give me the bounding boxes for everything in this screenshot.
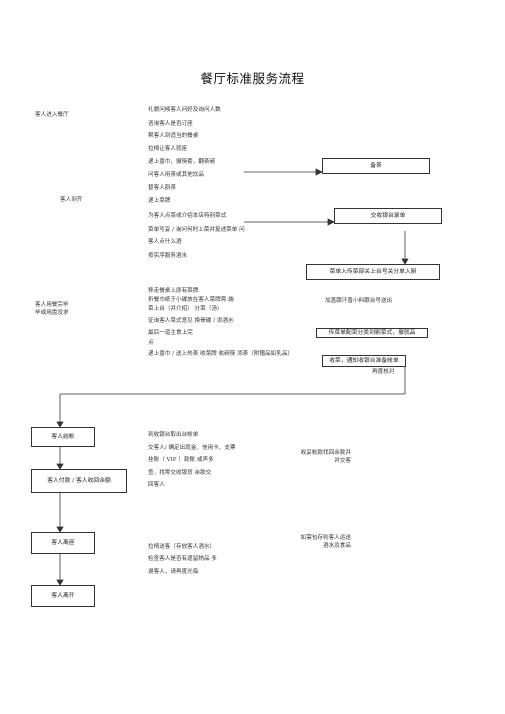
page-title: 餐厅标准服务流程 (200, 71, 305, 86)
step-item: 折餐巾纸于小碟放在客人菜牌旁 端 (148, 297, 234, 303)
box-to-cashier: 交收银台录单 (334, 208, 442, 224)
arrow-head-kitchen (401, 258, 409, 265)
note-cashier: 收妥帐款找回余款并 (300, 450, 351, 456)
box-guest-bill: 客人结帐 (31, 427, 95, 447)
step-item: 菜单写妥 / 询问何时上菜并复述菜单 问 (148, 227, 245, 233)
step-item: 到收银台取出台帐单 (148, 432, 199, 438)
step-item: 回客人 (148, 482, 165, 488)
step-item: 检查客人是否有遗留物品 多 (148, 556, 217, 562)
step-item: 礼貌问候客人问好及询问人数 (148, 107, 221, 113)
label-guest-dining: 客人用餐完毕 (35, 302, 69, 308)
box-prepare-tea: 备茶 (322, 158, 430, 174)
step-item: 菜上台（并介绍） 分菜（汤） (148, 306, 223, 312)
label-guest-seated: 客人到齐 (60, 197, 83, 203)
label-guest-arrive: 客人进入餐厅 (35, 112, 69, 118)
note-leftover: 如需包存则客人运送 (300, 535, 351, 541)
note-cashier-2: 并交客 (334, 458, 351, 464)
step-item: 递上菜牌 (148, 198, 171, 204)
step-item: 为客人点菜或介绍本店特别菜式 (148, 213, 227, 219)
step-item: 按实序服务酒水 (148, 253, 188, 259)
arrow-head-leave (56, 526, 64, 533)
label-guest-dining-2: 毕或用盘没求 (35, 310, 69, 316)
box-guest-exit: 客人离开 (31, 585, 95, 607)
step-item: 挂账（ VIP ）款账 或声多 (148, 457, 214, 463)
step-item: 帮客人到适当的餐桌 (148, 133, 199, 139)
box-guest-pay: 客人付款 / 客人收回余额 (31, 469, 127, 493)
box-guest-leave: 客人离座 (31, 532, 95, 554)
arrow-head-pay (56, 463, 64, 470)
arrow-head-prepare (315, 168, 323, 176)
step-item: 替客人斟茶 (148, 185, 176, 191)
note-recheck: 再度核对 (372, 369, 395, 375)
arrow-head-exit (56, 579, 64, 586)
step-item: 点 (148, 340, 154, 346)
box-to-kitchen: 菜单入传菜部关上台号关分单入厨 (306, 264, 440, 280)
step-item: 递上香巾 / 送上热茶 收菜牌 收碗筷 添茶（附赠品如乳品） (148, 351, 294, 357)
step-item: 客人点什么酒 (148, 239, 182, 245)
note-kitchen-print: 加盖跟汗香小料跟台号送出 (325, 298, 393, 304)
step-item: 咨询客人是否订座 (148, 121, 193, 127)
box-notify-cashier: 收菜，通知收银台准备帐单 (322, 355, 406, 367)
step-item: 拉椅让客人就座 (148, 146, 188, 152)
arrow-head-cashier (327, 218, 335, 226)
note-leftover-2: 酒水及食品 (323, 543, 351, 549)
step-item: 最后一道主食上完 (148, 330, 193, 336)
step-item: 问客人用茶或其他饮品 (148, 172, 204, 178)
step-item: 征询客人菜式意见 换骨碟 / 添酒水 (148, 318, 234, 324)
step-item: 递上香巾，撤筷套，翻茶碗 (148, 159, 216, 165)
step-item: 交客人/ 确定出现金、信用卡、支票 (148, 445, 236, 451)
arrow-head-bill (56, 421, 64, 428)
step-item: 移走餐桌上原有菜牌 (148, 288, 199, 294)
step-item: 拉椅送客（存放客人酒水） (148, 544, 216, 550)
box-server-side: 传菜单配菜分类到剔菜式，撤就品 (316, 328, 428, 338)
step-item: 谢客人，请再度光临 (148, 569, 199, 575)
step-item: 查，找零交收银员 余款交 (148, 470, 212, 476)
